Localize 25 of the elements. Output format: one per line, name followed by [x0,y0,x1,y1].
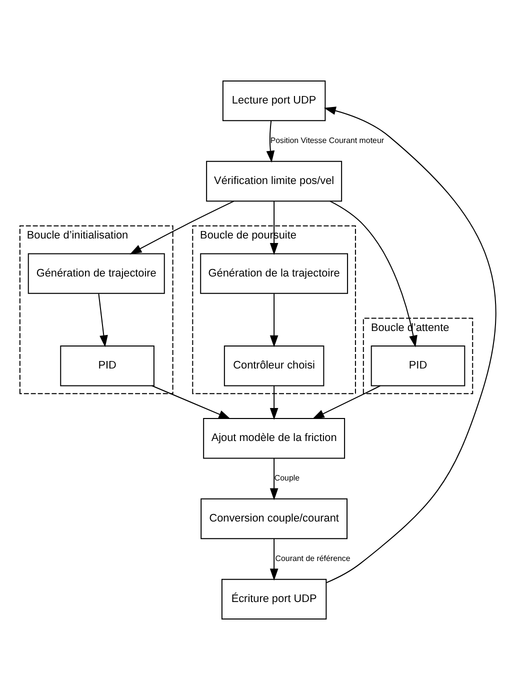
edge-label: Courant de référence [275,554,350,563]
arrow [130,200,234,254]
node-box: PID [370,346,466,386]
arrow [270,293,278,348]
arrow [270,538,278,581]
node-box: Contrôleur choisi [224,346,324,386]
arrow [266,120,275,163]
node-box: Génération de trajectoire [28,253,165,294]
arrow [270,385,278,420]
arrow [324,106,496,584]
arrow [270,458,278,500]
node-box: Génération de la trajectoire [200,253,348,294]
node-box: Conversion couple/courant [200,498,348,540]
arrow [270,200,278,255]
edge-label: Couple [274,473,300,482]
node-box: Ajout modèle de la friction [203,418,346,459]
arrow [330,200,418,348]
arrow [98,293,108,348]
arrow [151,385,231,419]
edge-label: Position Vitesse Courant moteur [270,136,384,145]
node-box: PID [60,346,154,386]
node-box: Écriture port UDP [221,578,327,620]
node-box: Vérification limite pos/vel [206,160,342,202]
arrow [312,385,381,419]
node-box: Lecture port UDP [222,80,326,122]
